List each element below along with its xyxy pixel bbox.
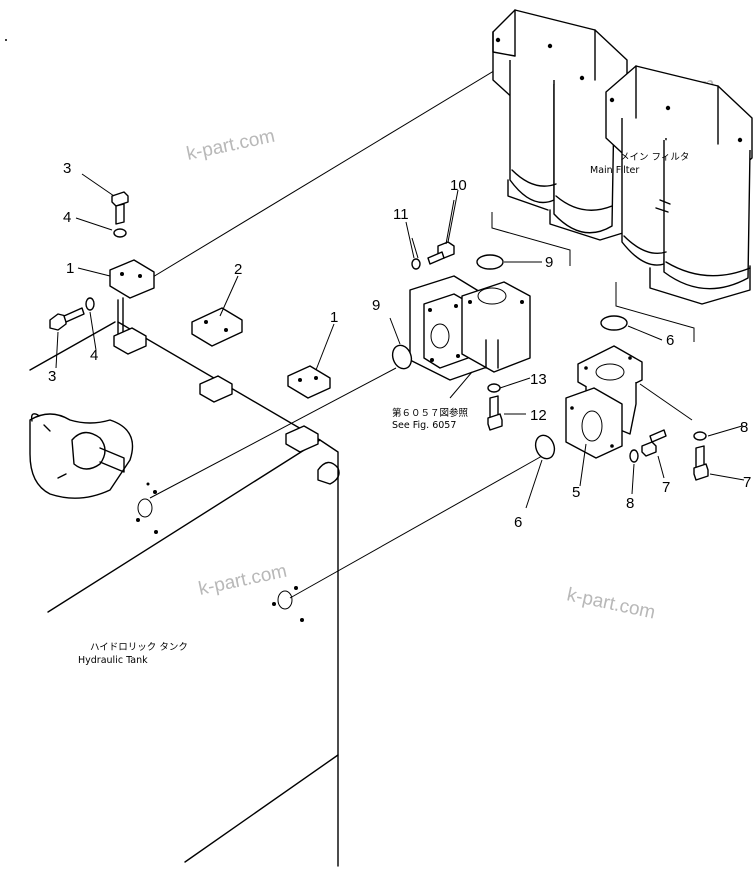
callout-11: 11 [393,206,409,223]
see-fig-label-en: See Fig. 6057 [392,420,456,431]
bolt-3-upper [111,191,129,225]
o-ring-6-lower [534,434,556,460]
callout-7-right: 7 [743,474,751,491]
leader-oring-tank-1 [149,367,397,499]
callout-7-middle: 7 [662,479,670,496]
hydraulic-tank-label-en: Hydraulic Tank [78,655,148,666]
washer-8-lower [629,449,639,463]
valve-block [409,275,531,381]
washer-8-right [693,431,707,441]
tank-port-2 [272,586,304,622]
leader-see-fig [449,371,473,399]
callout-1-middle: 1 [330,309,338,326]
bracket-1-upper [109,259,155,299]
callout-8-right: 8 [740,419,748,436]
callout-4-lower: 4 [90,347,98,364]
tank-port-1 [136,482,158,534]
callout-1-upper: 1 [66,260,74,277]
callout-10: 10 [450,177,467,194]
leader-filter-bracket [127,59,513,293]
callout-2: 2 [234,261,242,278]
callout-9-left: 9 [372,297,380,314]
callout-5: 5 [572,484,580,501]
bolt-7-right [693,445,709,481]
o-ring-9-upper [476,254,504,270]
leader-bolt-10-11 [411,199,455,259]
callout-9-right: 9 [545,254,553,271]
callout-6-upper: 6 [666,332,674,349]
scan-dot [5,39,7,41]
main-filter-label-jp: メイン フィルタ [620,152,689,163]
tank-tab-1 [113,327,147,355]
watermark-4: k-part.com [565,584,657,623]
bolt-10 [427,241,455,265]
callout-6-lower: 6 [514,514,522,531]
bracket-2 [191,307,243,347]
bolt-3-lower [49,307,85,331]
bolt-12 [487,395,503,431]
tank-tab-3 [285,425,319,453]
washer-4-upper [113,228,127,238]
washer-13 [487,383,501,393]
o-ring-9-left [391,344,413,370]
callout-12: 12 [530,407,547,424]
tank-cover-assembly [29,413,134,499]
see-fig-label-jp: 第６０５７図参照 [392,407,469,419]
main-filter [492,9,753,305]
callout-3-upper: 3 [63,160,71,177]
leader-elbow-bolt [639,383,693,421]
watermark-3: k-part.com [197,561,289,600]
washer-4-lower [85,297,95,311]
callout-3-lower: 3 [48,368,56,385]
callout-leaders [55,173,745,509]
hydraulic-tank-label-jp: ハイドロリック タンク [90,642,188,653]
callout-13: 13 [530,371,547,388]
tank-hook [317,461,340,485]
hydraulic-tank [29,297,340,867]
washer-11 [411,258,421,270]
tank-tab-2 [199,375,233,403]
callout-8-lower: 8 [626,495,634,512]
bolt-7-middle [641,429,667,457]
filter-port-guide-2 [615,282,695,342]
elbow-pipe [565,345,643,459]
filter-port-guide-1 [491,212,571,266]
bracket-1 [287,365,331,399]
callout-4-upper: 4 [63,209,71,226]
leader-oring-tank-2 [289,455,543,599]
main-filter-label-en: Main Filter [590,165,639,176]
o-ring-6-upper [600,315,628,331]
watermark-1: k-part.com [185,126,277,165]
